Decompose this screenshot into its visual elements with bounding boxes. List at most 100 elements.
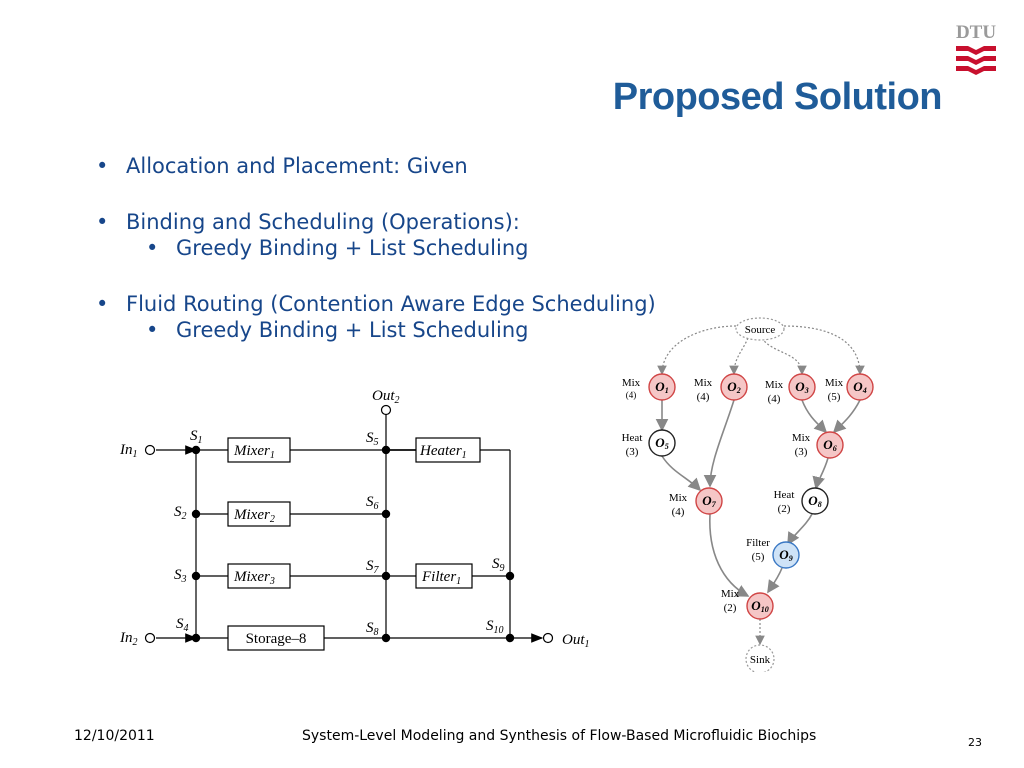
- svg-text:Mix: Mix: [622, 377, 641, 389]
- switch-label-s8: S8: [366, 620, 379, 638]
- input-port-1: [144, 444, 156, 456]
- mixer-1-box: [227, 437, 291, 463]
- svg-text:Source: Source: [745, 324, 776, 336]
- switch-label-s10: S10: [486, 618, 504, 636]
- footer-page-number: 23: [968, 736, 982, 749]
- source-node: Source: [735, 317, 785, 341]
- switch-label-s9: S9: [492, 556, 505, 574]
- sub-bullet-binding: • Greedy Binding + List Scheduling: [146, 236, 528, 260]
- heater-1-label: Heater1: [419, 443, 467, 461]
- channel-lines: [156, 414, 544, 643]
- bullet-text: Fluid Routing (Contention Aware Edge Sch…: [126, 292, 656, 316]
- slide-title: Proposed Solution: [612, 76, 943, 118]
- op-node-o7: O7 Mix (4): [669, 487, 723, 518]
- edge-source-o4: [783, 325, 865, 376]
- mixer-1-label: Mixer1: [233, 443, 275, 461]
- switch-dot: [505, 633, 515, 643]
- bullet-text: Greedy Binding + List Scheduling: [176, 318, 529, 342]
- mixer-3-label: Mixer3: [233, 569, 275, 587]
- bullet-binding: •Binding and Scheduling (Operations):: [96, 210, 520, 234]
- output-1-label: Out1: [562, 632, 590, 650]
- footer-title: System-Level Modeling and Synthesis of F…: [302, 728, 817, 744]
- switch-dot: [191, 445, 201, 455]
- svg-text:Mix: Mix: [669, 492, 688, 504]
- switch-dot: [381, 509, 391, 519]
- switch-dot: [381, 633, 391, 643]
- edge-o6-o8: [812, 457, 829, 490]
- mixer-2-box: [227, 501, 291, 527]
- svg-text:Mix: Mix: [694, 377, 713, 389]
- switch-label-s3: S3: [174, 567, 187, 585]
- svg-text:O3: O3: [795, 379, 808, 395]
- mixer-3-box: [227, 563, 291, 589]
- op-node-o5: O5 Heat (3): [622, 429, 676, 458]
- op-node-o2: O2 Mix (4): [694, 373, 748, 403]
- output-2-label: Out2: [372, 388, 400, 406]
- svg-text:O4: O4: [853, 379, 866, 395]
- storage-box: [227, 625, 325, 651]
- op-node-o4: O4 Mix (5): [825, 373, 874, 403]
- filter-1-box: [415, 563, 473, 589]
- svg-text:Mix: Mix: [792, 432, 811, 444]
- svg-text:O2: O2: [727, 379, 740, 395]
- edge-o2-o7: [703, 399, 735, 488]
- input-2-label: In2: [119, 630, 138, 648]
- svg-text:O7: O7: [702, 493, 716, 509]
- svg-text:(5): (5): [752, 551, 765, 563]
- svg-text:O10: O10: [751, 598, 768, 614]
- svg-text:(5): (5): [828, 391, 841, 403]
- op-node-o3: O3 Mix (4): [765, 373, 816, 405]
- storage-label: Storage–8: [246, 631, 307, 647]
- bullet-routing: • Fluid Routing (Contention Aware Edge Sc…: [96, 292, 656, 316]
- switch-dot: [381, 571, 391, 581]
- switch-dot: [505, 571, 515, 581]
- svg-text:(3): (3): [626, 446, 639, 458]
- switch-label-s4: S4: [176, 616, 189, 634]
- switch-label-s2: S2: [174, 504, 187, 522]
- edge-o5-o7: [661, 455, 702, 492]
- switch-label-s5: S5: [366, 430, 379, 448]
- bullet-glyph: •: [96, 210, 109, 234]
- svg-text:(2): (2): [724, 602, 737, 614]
- bullet-glyph: •: [146, 236, 159, 260]
- dtu-logo: DTU: [956, 22, 996, 75]
- output-port-1: [542, 632, 554, 644]
- edge-source-o3: [761, 337, 807, 376]
- svg-text:(3): (3): [795, 446, 808, 458]
- edge-o4-o6: [832, 399, 861, 434]
- svg-text:Mix: Mix: [765, 379, 784, 391]
- output-port-2: [380, 404, 392, 416]
- dtu-logo-text: DTU: [956, 22, 996, 43]
- switch-label-s1: S1: [190, 428, 203, 446]
- input-port-2: [144, 632, 156, 644]
- footer-date: 12/10/2011: [74, 728, 155, 744]
- svg-text:(4): (4): [626, 390, 637, 400]
- bullet-text: Greedy Binding + List Scheduling: [176, 236, 529, 260]
- bullet-glyph: •: [96, 292, 109, 316]
- svg-text:(2): (2): [778, 503, 791, 515]
- sink-node: Sink: [745, 644, 775, 672]
- switch-dot: [191, 571, 201, 581]
- filter-1-label: Filter1: [421, 569, 461, 587]
- svg-text:Heat: Heat: [622, 432, 643, 444]
- svg-text:(4): (4): [768, 393, 781, 405]
- svg-text:O9: O9: [779, 547, 792, 563]
- architecture-diagram: Mixer1 Mixer2 Mixer3 Heater1 Filter1 Sto…: [119, 388, 590, 651]
- svg-text:Heat: Heat: [774, 489, 795, 501]
- op-node-o8: O8 Heat (2): [774, 487, 829, 515]
- op-node-o9: O9 Filter (5): [746, 537, 800, 569]
- switch-dot: [191, 509, 201, 519]
- sub-bullet-routing: • Greedy Binding + List Scheduling: [146, 318, 528, 342]
- svg-text:O5: O5: [655, 435, 668, 451]
- switch-dot: [191, 633, 201, 643]
- svg-text:Mix: Mix: [825, 377, 844, 389]
- switch-label-s7: S7: [366, 558, 380, 576]
- edge-o3-o6: [801, 399, 828, 434]
- svg-text:O1: O1: [655, 379, 668, 395]
- switch-dots: [191, 445, 515, 643]
- bullet-glyph: •: [146, 318, 159, 342]
- sequencing-graph: Source Sink O1 Mix (4) O2 Mix (4) O3 Mix…: [622, 317, 874, 672]
- bullet-allocation: •Allocation and Placement: Given: [96, 154, 468, 178]
- svg-text:Mix: Mix: [721, 588, 740, 600]
- bullet-glyph: •: [96, 154, 109, 178]
